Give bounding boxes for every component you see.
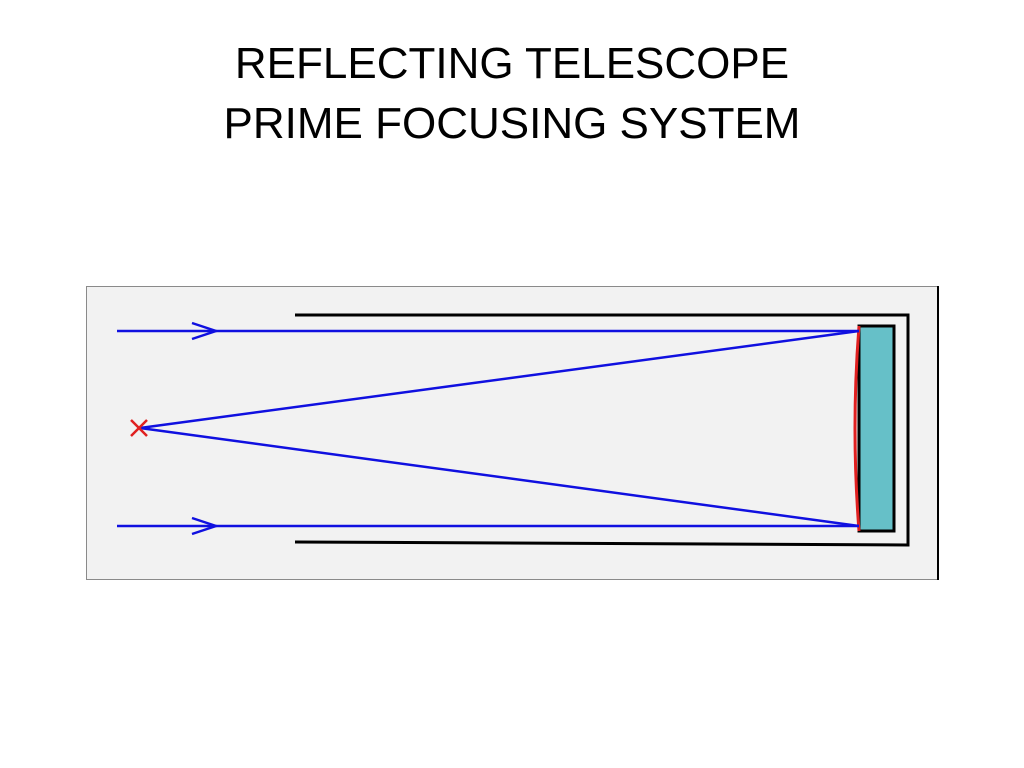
slide-title: REFLECTING TELESCOPE PRIME FOCUSING SYST… bbox=[0, 34, 1024, 154]
telescope-tube bbox=[294, 313, 910, 547]
diagram-background bbox=[86, 286, 939, 580]
telescope-diagram bbox=[86, 286, 939, 580]
ray-arrow-bottom-icon bbox=[191, 516, 220, 536]
mirror-reflecting-surface bbox=[853, 325, 861, 532]
reflected-ray-bottom bbox=[139, 426, 860, 528]
prime-focus-cross-icon bbox=[130, 419, 148, 437]
title-line-1: REFLECTING TELESCOPE bbox=[234, 39, 790, 88]
reflected-ray-top bbox=[139, 329, 860, 430]
ray-arrow-top-icon bbox=[191, 321, 220, 341]
primary-mirror bbox=[857, 324, 896, 533]
title-line-2: PRIME FOCUSING SYSTEM bbox=[223, 99, 801, 148]
